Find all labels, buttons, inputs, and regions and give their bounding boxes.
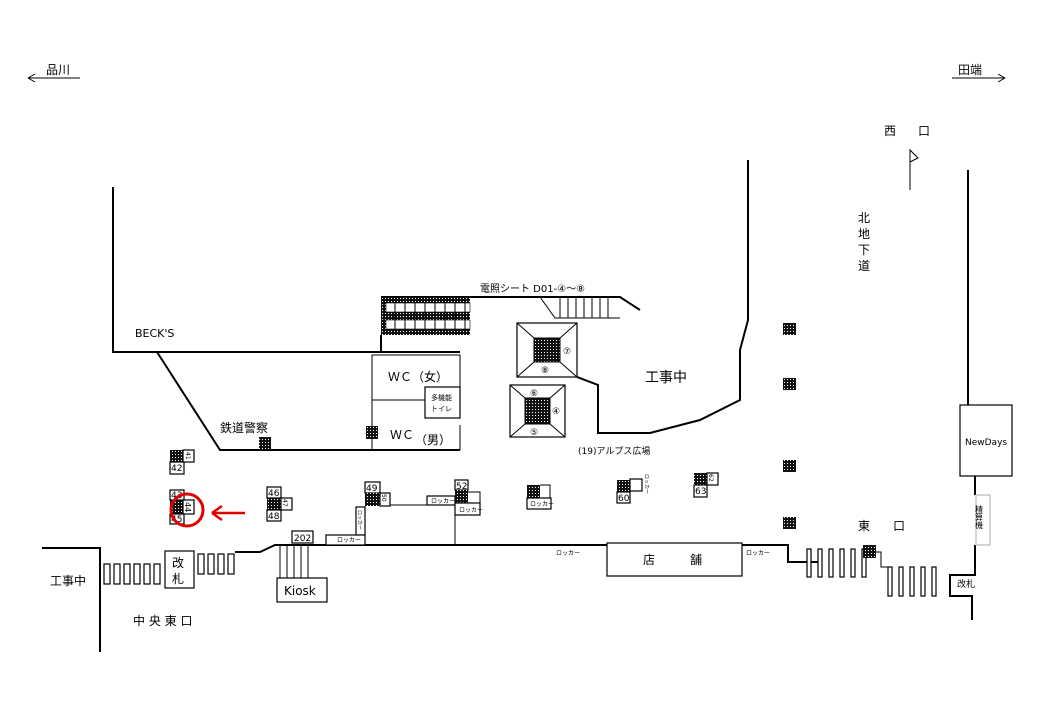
escalator-lower: ⑥ ④ ⑤ (509, 384, 566, 438)
north-underpass-label: 北 地 下 道 (858, 211, 870, 273)
fare-adjust-machine (975, 494, 991, 546)
locker-group-center: ロッカー (526, 484, 554, 510)
label-char: 地 (858, 227, 870, 241)
sign-48: 48 (268, 512, 280, 522)
sign-60: 60 (618, 494, 630, 504)
becks-label: BECK'S (135, 327, 174, 340)
construction-left-label: 工事中 (50, 573, 86, 588)
sign-50: 50 (380, 494, 387, 502)
sign-panel (783, 323, 796, 335)
restrooms: ＷＣ（女） ＷＣ （男） 多機能 トイレ (366, 354, 461, 450)
sign-panel (259, 437, 271, 449)
sign-panel (783, 517, 796, 529)
locker-label: ロッカー (530, 501, 554, 508)
alps-plaza-label: (19)アルプス広場 (578, 445, 650, 457)
ticket-gate-central-label: 札 (172, 572, 184, 586)
direction-left-label: 品川 (46, 63, 70, 77)
newdays-label: NewDays (965, 438, 1007, 448)
arrow-left-icon (27, 73, 80, 83)
east-exit-label: 東 (858, 519, 870, 533)
ticket-gate-east-label: 改札 (957, 578, 975, 590)
kiosk-label: Kiosk (284, 584, 316, 598)
sign-6: ⑥ (530, 389, 538, 399)
sign-4: ④ (552, 407, 560, 417)
sign-202: 202 (294, 534, 311, 544)
arrow-right-icon (952, 73, 1006, 83)
direction-right-label: 田端 (958, 63, 982, 77)
sign-group-46-48: 46 47 48 (266, 486, 293, 522)
sign-title-label: 電照シート D01-④～⑧ (480, 283, 585, 295)
multi-toilet-label: トイレ (431, 405, 452, 413)
locker-label: ロッカー (459, 507, 483, 514)
sign-42: 42 (171, 464, 182, 474)
sign-41: 41 (184, 452, 191, 460)
wc-female-label: ＷＣ（女） (388, 369, 448, 384)
sign-panel (783, 378, 796, 390)
sign-group-49-50: 49 50 (364, 481, 391, 507)
escalator-upper: ⑦ ⑧ (516, 322, 578, 378)
construction-label: 工事中 (645, 370, 687, 386)
locker-area-outline (364, 504, 456, 545)
staircase-right (559, 297, 609, 318)
highlight-arrow-icon (211, 504, 245, 522)
locker-label: ロッカー (431, 498, 455, 505)
sign-45: 45 (171, 515, 182, 525)
east-exit-label: 口 (893, 519, 905, 533)
ticket-gate-central-label: 改 (172, 556, 184, 570)
sign-7: ⑦ (563, 347, 571, 357)
wc-male-label: （男） (415, 433, 451, 447)
sign-panel (783, 460, 796, 472)
shop (606, 542, 743, 577)
walls (42, 160, 976, 652)
locker (325, 534, 366, 546)
newdays-store (959, 404, 1013, 477)
flag-arrow-icon (909, 148, 919, 190)
west-exit-label: 西 (884, 124, 896, 138)
sign-group-60: 60 ロッカー (616, 474, 649, 504)
ticket-gates-east (806, 545, 937, 597)
shop-label: 店 (643, 553, 655, 567)
label-char: 下 (858, 243, 870, 257)
central-east-exit-label: 中 央 東 口 (133, 613, 192, 628)
locker-label: ロッカー (337, 537, 361, 544)
sign-49: 49 (366, 484, 378, 494)
shop-label: 舗 (690, 553, 702, 567)
west-exit-label: 口 (918, 124, 930, 138)
multi-toilet-label: 多機能 (431, 393, 452, 402)
sign-group-52: 52 ロッカー (454, 479, 483, 516)
sign-8: ⑧ (541, 366, 549, 376)
sign-5: ⑤ (530, 428, 538, 438)
direction-tabata: 田端 (952, 63, 1006, 83)
locker-label: ロッカー (746, 550, 770, 557)
label-char: 道 (858, 259, 870, 273)
sign-47: 47 (281, 499, 288, 507)
sign-52: 52 (456, 482, 467, 492)
locker-label: ロッカー (643, 474, 649, 494)
wc-male-label: ＷＣ (390, 428, 414, 442)
railway-police-label: 鉄道警察 (220, 420, 268, 435)
label-char: 北 (858, 211, 870, 225)
sign-group-41-42: 41 42 (169, 449, 195, 475)
kiosk: 202 Kiosk (276, 530, 328, 603)
locker-label: ロッカー (356, 510, 362, 530)
sign-44: 44 (183, 502, 192, 512)
highlight-circle (169, 492, 205, 528)
ticket-gates-central (103, 550, 235, 589)
sign-panel (366, 426, 378, 439)
sign-62: 62 (707, 474, 714, 482)
staircase-left (380, 297, 471, 352)
sign-63: 63 (695, 487, 706, 497)
fare-adjust-label: 精算機 (975, 504, 984, 530)
direction-shinagawa: 品川 (27, 63, 80, 83)
locker-label: ロッカー (556, 550, 580, 557)
sign-group-62-63: 62 63 (693, 472, 719, 498)
sign-46: 46 (268, 489, 280, 499)
